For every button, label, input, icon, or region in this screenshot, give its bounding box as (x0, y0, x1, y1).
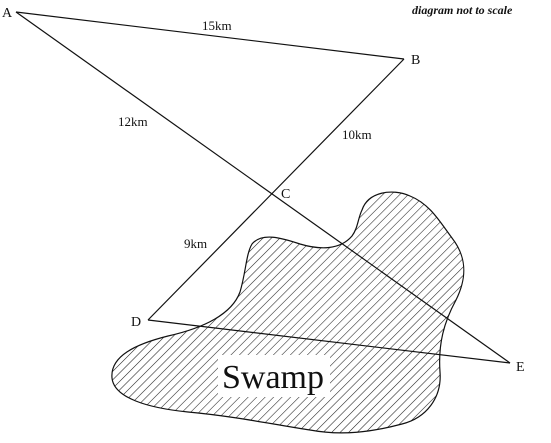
line-bd (147, 58, 405, 321)
swamp-label: Swamp (222, 359, 324, 396)
line-ab (15, 11, 405, 60)
scale-note: diagram not to scale (412, 3, 513, 17)
length-label-ac: 12km (118, 114, 148, 129)
point-label-c: C (281, 187, 290, 202)
length-label-ab: 15km (202, 18, 232, 33)
length-label-cd: 9km (184, 236, 207, 251)
point-label-a: A (2, 6, 13, 21)
swamp-region (111, 191, 465, 434)
length-label-bc: 10km (342, 127, 372, 142)
line-ae (15, 11, 511, 364)
point-label-b: B (411, 53, 420, 68)
swamp-label-backing (218, 355, 330, 397)
line-de (147, 319, 511, 364)
point-label-d: D (131, 315, 141, 330)
point-label-e: E (516, 360, 525, 375)
